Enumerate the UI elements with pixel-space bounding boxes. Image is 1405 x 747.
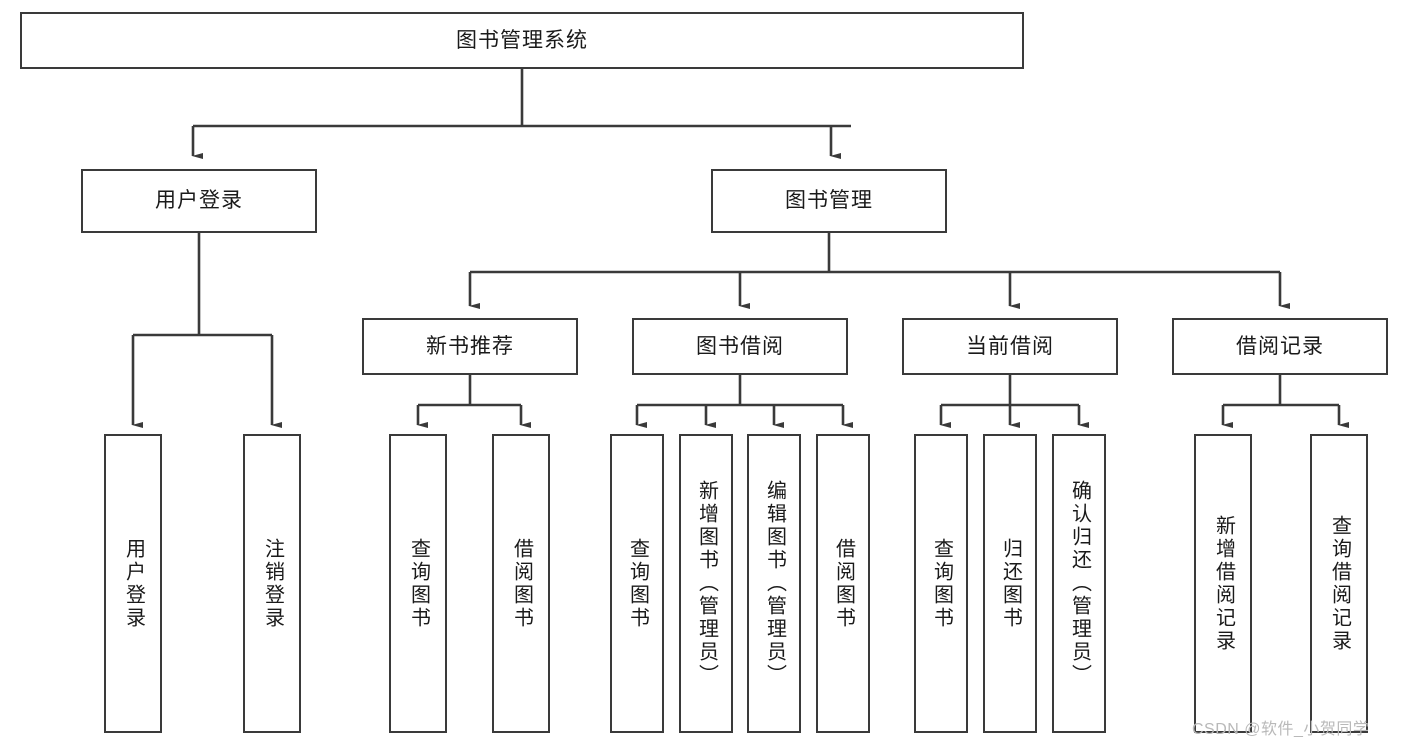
leaf-current-borrow-confirm-return[interactable]: 确认归还（管理员） <box>1052 434 1106 733</box>
node-label: 图书管理系统 <box>456 28 588 52</box>
node-label: 借阅图书 <box>832 537 855 630</box>
leaf-book-borrow-borrow[interactable]: 借阅图书 <box>816 434 870 733</box>
leaf-book-borrow-edit[interactable]: 编辑图书（管理员） <box>747 434 801 733</box>
node-label: 查询借阅记录 <box>1328 514 1351 653</box>
leaf-borrow-record-add[interactable]: 新增借阅记录 <box>1194 434 1252 733</box>
node-label: 图书管理 <box>785 189 873 213</box>
node-label: 当前借阅 <box>966 334 1054 358</box>
leaf-new-book-query[interactable]: 查询图书 <box>389 434 447 733</box>
node-label: 用户登录 <box>155 189 243 213</box>
node-book-management[interactable]: 图书管理 <box>711 169 947 233</box>
node-root-book-management-system[interactable]: 图书管理系统 <box>20 12 1024 69</box>
leaf-current-borrow-query[interactable]: 查询图书 <box>914 434 968 733</box>
node-label: 新书推荐 <box>426 334 514 358</box>
node-label: 借阅图书 <box>510 537 533 630</box>
node-label: 查询图书 <box>930 537 953 630</box>
node-current-borrow[interactable]: 当前借阅 <box>902 318 1118 375</box>
node-label: 新增借阅记录 <box>1212 514 1235 653</box>
csdn-watermark: CSDN @软件_小贺同学 <box>1192 721 1370 738</box>
node-new-book-recommend[interactable]: 新书推荐 <box>362 318 578 375</box>
node-label: 编辑图书（管理员） <box>763 480 786 687</box>
node-label: 借阅记录 <box>1236 334 1324 358</box>
node-label: 注销登录 <box>261 537 284 630</box>
node-borrow-record[interactable]: 借阅记录 <box>1172 318 1388 375</box>
node-label: 查询图书 <box>407 537 430 630</box>
leaf-user-login-logout[interactable]: 注销登录 <box>243 434 301 733</box>
node-label: 新增图书（管理员） <box>695 480 718 687</box>
leaf-book-borrow-query[interactable]: 查询图书 <box>610 434 664 733</box>
node-label: 确认归还（管理员） <box>1068 480 1091 687</box>
leaf-user-login-login[interactable]: 用户登录 <box>104 434 162 733</box>
node-label: 用户登录 <box>122 537 145 630</box>
leaf-new-book-borrow[interactable]: 借阅图书 <box>492 434 550 733</box>
leaf-current-borrow-return[interactable]: 归还图书 <box>983 434 1037 733</box>
node-label: 图书借阅 <box>696 334 784 358</box>
node-label: 查询图书 <box>626 537 649 630</box>
node-book-borrow[interactable]: 图书借阅 <box>632 318 848 375</box>
node-label: 归还图书 <box>999 537 1022 630</box>
node-user-login[interactable]: 用户登录 <box>81 169 317 233</box>
leaf-borrow-record-query[interactable]: 查询借阅记录 <box>1310 434 1368 733</box>
leaf-book-borrow-add[interactable]: 新增图书（管理员） <box>679 434 733 733</box>
